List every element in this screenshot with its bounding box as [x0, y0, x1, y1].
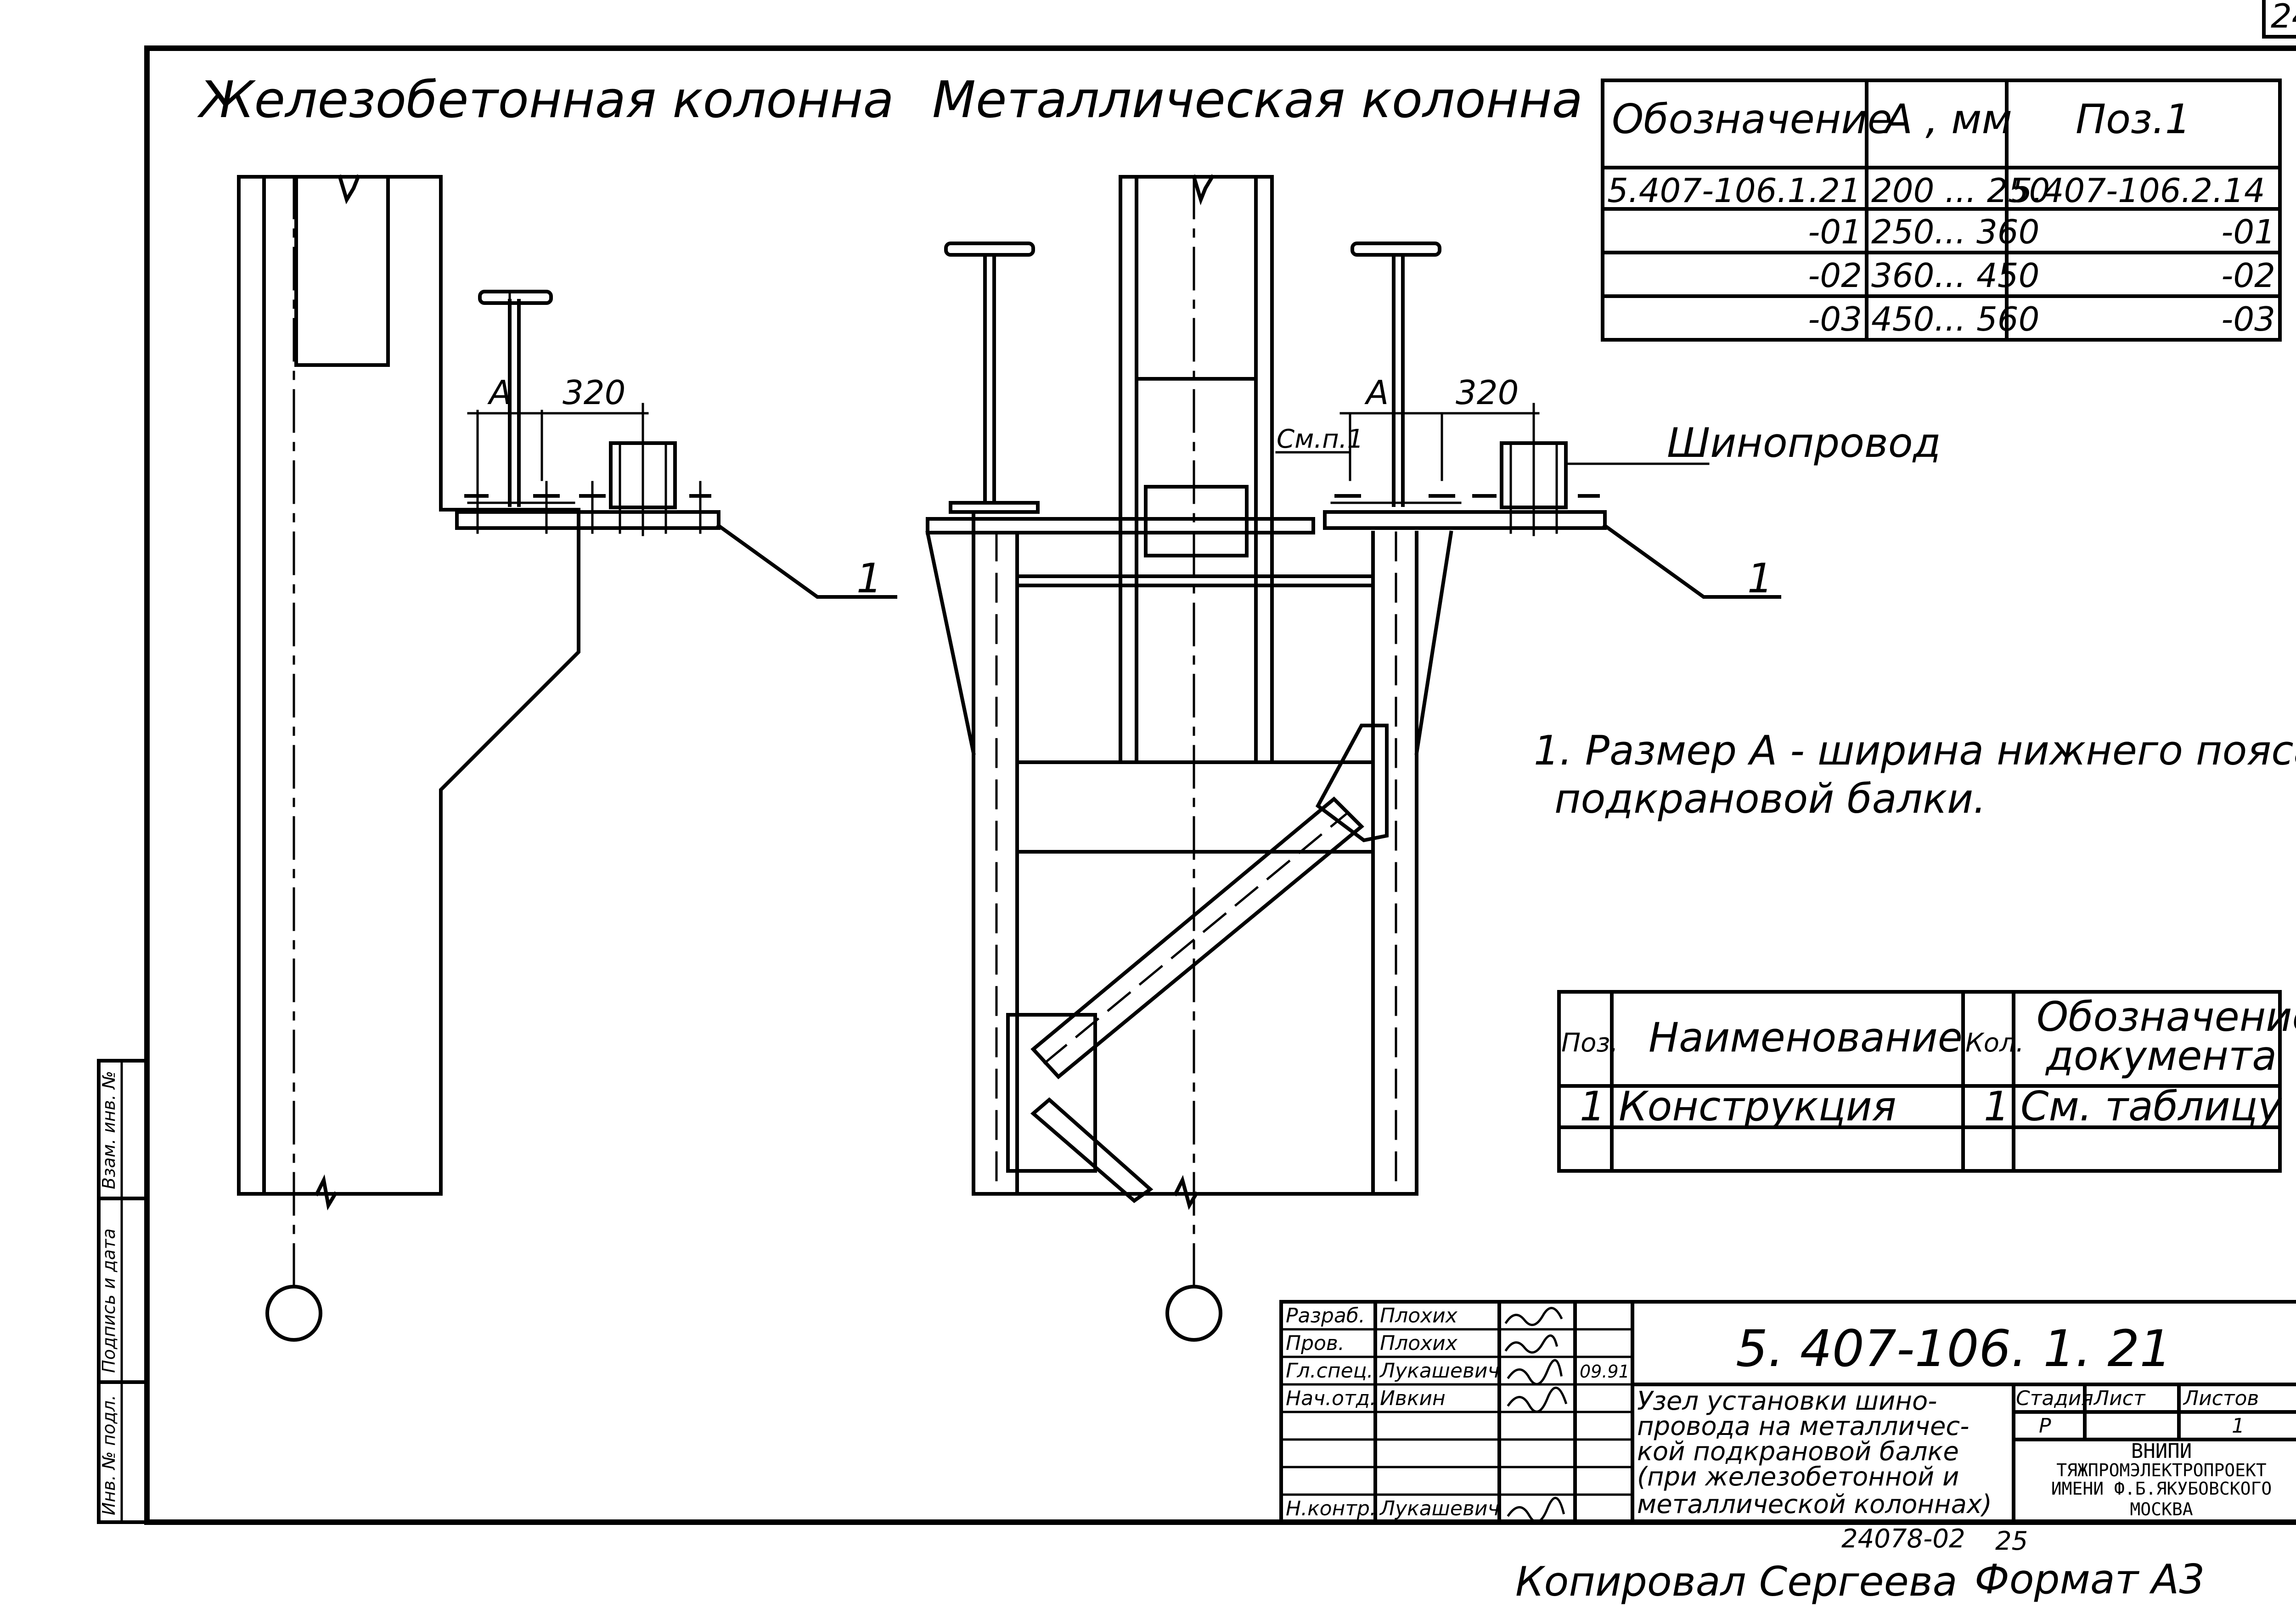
- tb-title-line: металлической колоннах): [1637, 1490, 1992, 1519]
- tb-title-line: Узел установки шино-: [1637, 1386, 1937, 1416]
- variants-cell: -02: [1808, 256, 1862, 295]
- variants-cell: -03: [2221, 300, 2275, 338]
- copied-by: Копировал Сергеева: [1515, 1558, 1958, 1605]
- variants-cell: 5.407-106.2.14: [2011, 171, 2265, 210]
- spec-cell: 1: [1984, 1083, 2009, 1130]
- tb-name: Лукашевич: [1379, 1497, 1500, 1520]
- rc-callout-1: 1: [856, 555, 882, 602]
- tb-date: 09.91: [1580, 1361, 1630, 1382]
- spec-table: [1557, 990, 2282, 1173]
- busbar-label: Шинопровод: [1667, 419, 1941, 467]
- variants-header-a: А , мм: [1883, 96, 2012, 143]
- tb-role: Разраб.: [1286, 1304, 1365, 1327]
- variants-cell: -01: [1808, 213, 1862, 251]
- tb-name: Ивкин: [1380, 1387, 1446, 1410]
- tb-name: Плохих: [1380, 1304, 1458, 1327]
- spec-cell: См. таблицу: [2020, 1083, 2283, 1130]
- side-strip-label-1: Взам. инв. №: [99, 1071, 119, 1189]
- spec-header-pos: Поз.: [1561, 1028, 1618, 1058]
- tb-role: Нач.отд.: [1286, 1387, 1376, 1410]
- tb-name: Лукашевич: [1379, 1359, 1500, 1383]
- rc-column-view: [237, 174, 897, 1342]
- variants-cell: -01: [2221, 213, 2275, 251]
- variants-header-designation: Обозначение: [1612, 96, 1892, 143]
- format-label: Формат А3: [1975, 1556, 2205, 1603]
- variants-cell: 450... 560: [1871, 300, 2039, 338]
- steel-column-title: Металлическая колонна: [932, 70, 1583, 129]
- tb-stage: Р: [2039, 1414, 2051, 1438]
- variants-header-pos1: Поз.1: [2076, 96, 2191, 143]
- signature-marks: [1504, 1307, 1568, 1523]
- sheet-number: 24: [2271, 0, 2296, 35]
- see-note-label: См.п.1: [1277, 424, 1363, 454]
- drawing-code: 5. 407-106. 1. 21: [1736, 1319, 2172, 1378]
- archive-number: 24078-02: [1841, 1524, 1965, 1554]
- spec-cell: Конструкция: [1619, 1083, 1896, 1130]
- org-line: ТЯЖПРОМЭЛЕКТРОПРОЕКТ: [2056, 1460, 2267, 1480]
- tb-stage-header: Стадия: [2016, 1387, 2093, 1410]
- steel-dim-a: А: [1364, 373, 1389, 412]
- spec-cell: 1: [1580, 1083, 1605, 1130]
- note-line-2: подкрановой балки.: [1554, 775, 1986, 822]
- variants-cell: -03: [1808, 300, 1862, 338]
- variants-cell: 250... 360: [1871, 213, 2039, 251]
- tb-sheets: 1: [2232, 1414, 2245, 1438]
- tb-role: Н.контр.: [1286, 1497, 1376, 1520]
- variants-cell: 5.407-106.1.21: [1607, 171, 1861, 210]
- tb-role: Гл.спец.: [1286, 1359, 1373, 1383]
- note-line-1: 1. Размер А - ширина нижнего пояса: [1534, 727, 2296, 774]
- spec-header-name: Наименование: [1649, 1014, 1963, 1061]
- tb-title-line: кой подкрановой балке: [1637, 1437, 1959, 1467]
- spec-header-doc-2: документа: [2045, 1032, 2277, 1080]
- tb-title-line: провода на металличес-: [1637, 1412, 1969, 1441]
- variants-cell: 360... 450: [1871, 256, 2039, 295]
- side-strip-label-2: Подпись и дата: [99, 1228, 119, 1373]
- rc-dim-320: 320: [563, 373, 625, 412]
- steel-column-view: [925, 174, 1781, 1342]
- tb-role: Пров.: [1286, 1332, 1345, 1355]
- tb-name: Плохих: [1380, 1332, 1458, 1355]
- archive-suffix: 25: [1995, 1526, 2028, 1556]
- spec-header-doc-1: Обозначение: [2037, 993, 2296, 1040]
- tb-sheet-header: Лист: [2093, 1387, 2146, 1410]
- rc-dim-a: А: [487, 373, 512, 412]
- tb-title-line: (при железобетонной и: [1637, 1462, 1959, 1492]
- org-line: ИМЕНИ Ф.Б.ЯКУБОВСКОГО: [2051, 1479, 2272, 1499]
- org-line: МОСКВА: [2130, 1499, 2193, 1519]
- spec-header-qty: Кол.: [1965, 1028, 2024, 1058]
- org-line: ВНИПИ: [2131, 1440, 2192, 1463]
- side-strip-label-3: Инв. № подл.: [99, 1395, 119, 1515]
- title-block: [1279, 1300, 2296, 1524]
- tb-sheets-header: Листов: [2183, 1387, 2259, 1410]
- variants-table: [1601, 79, 2282, 342]
- side-strip: [97, 1059, 149, 1524]
- rc-column-title: Железобетонная колонна: [197, 70, 894, 129]
- steel-callout-1: 1: [1747, 555, 1773, 602]
- variants-cell: 200 ... 250: [1871, 171, 2050, 210]
- variants-cell: -02: [2221, 256, 2275, 295]
- steel-dim-320: 320: [1456, 373, 1519, 412]
